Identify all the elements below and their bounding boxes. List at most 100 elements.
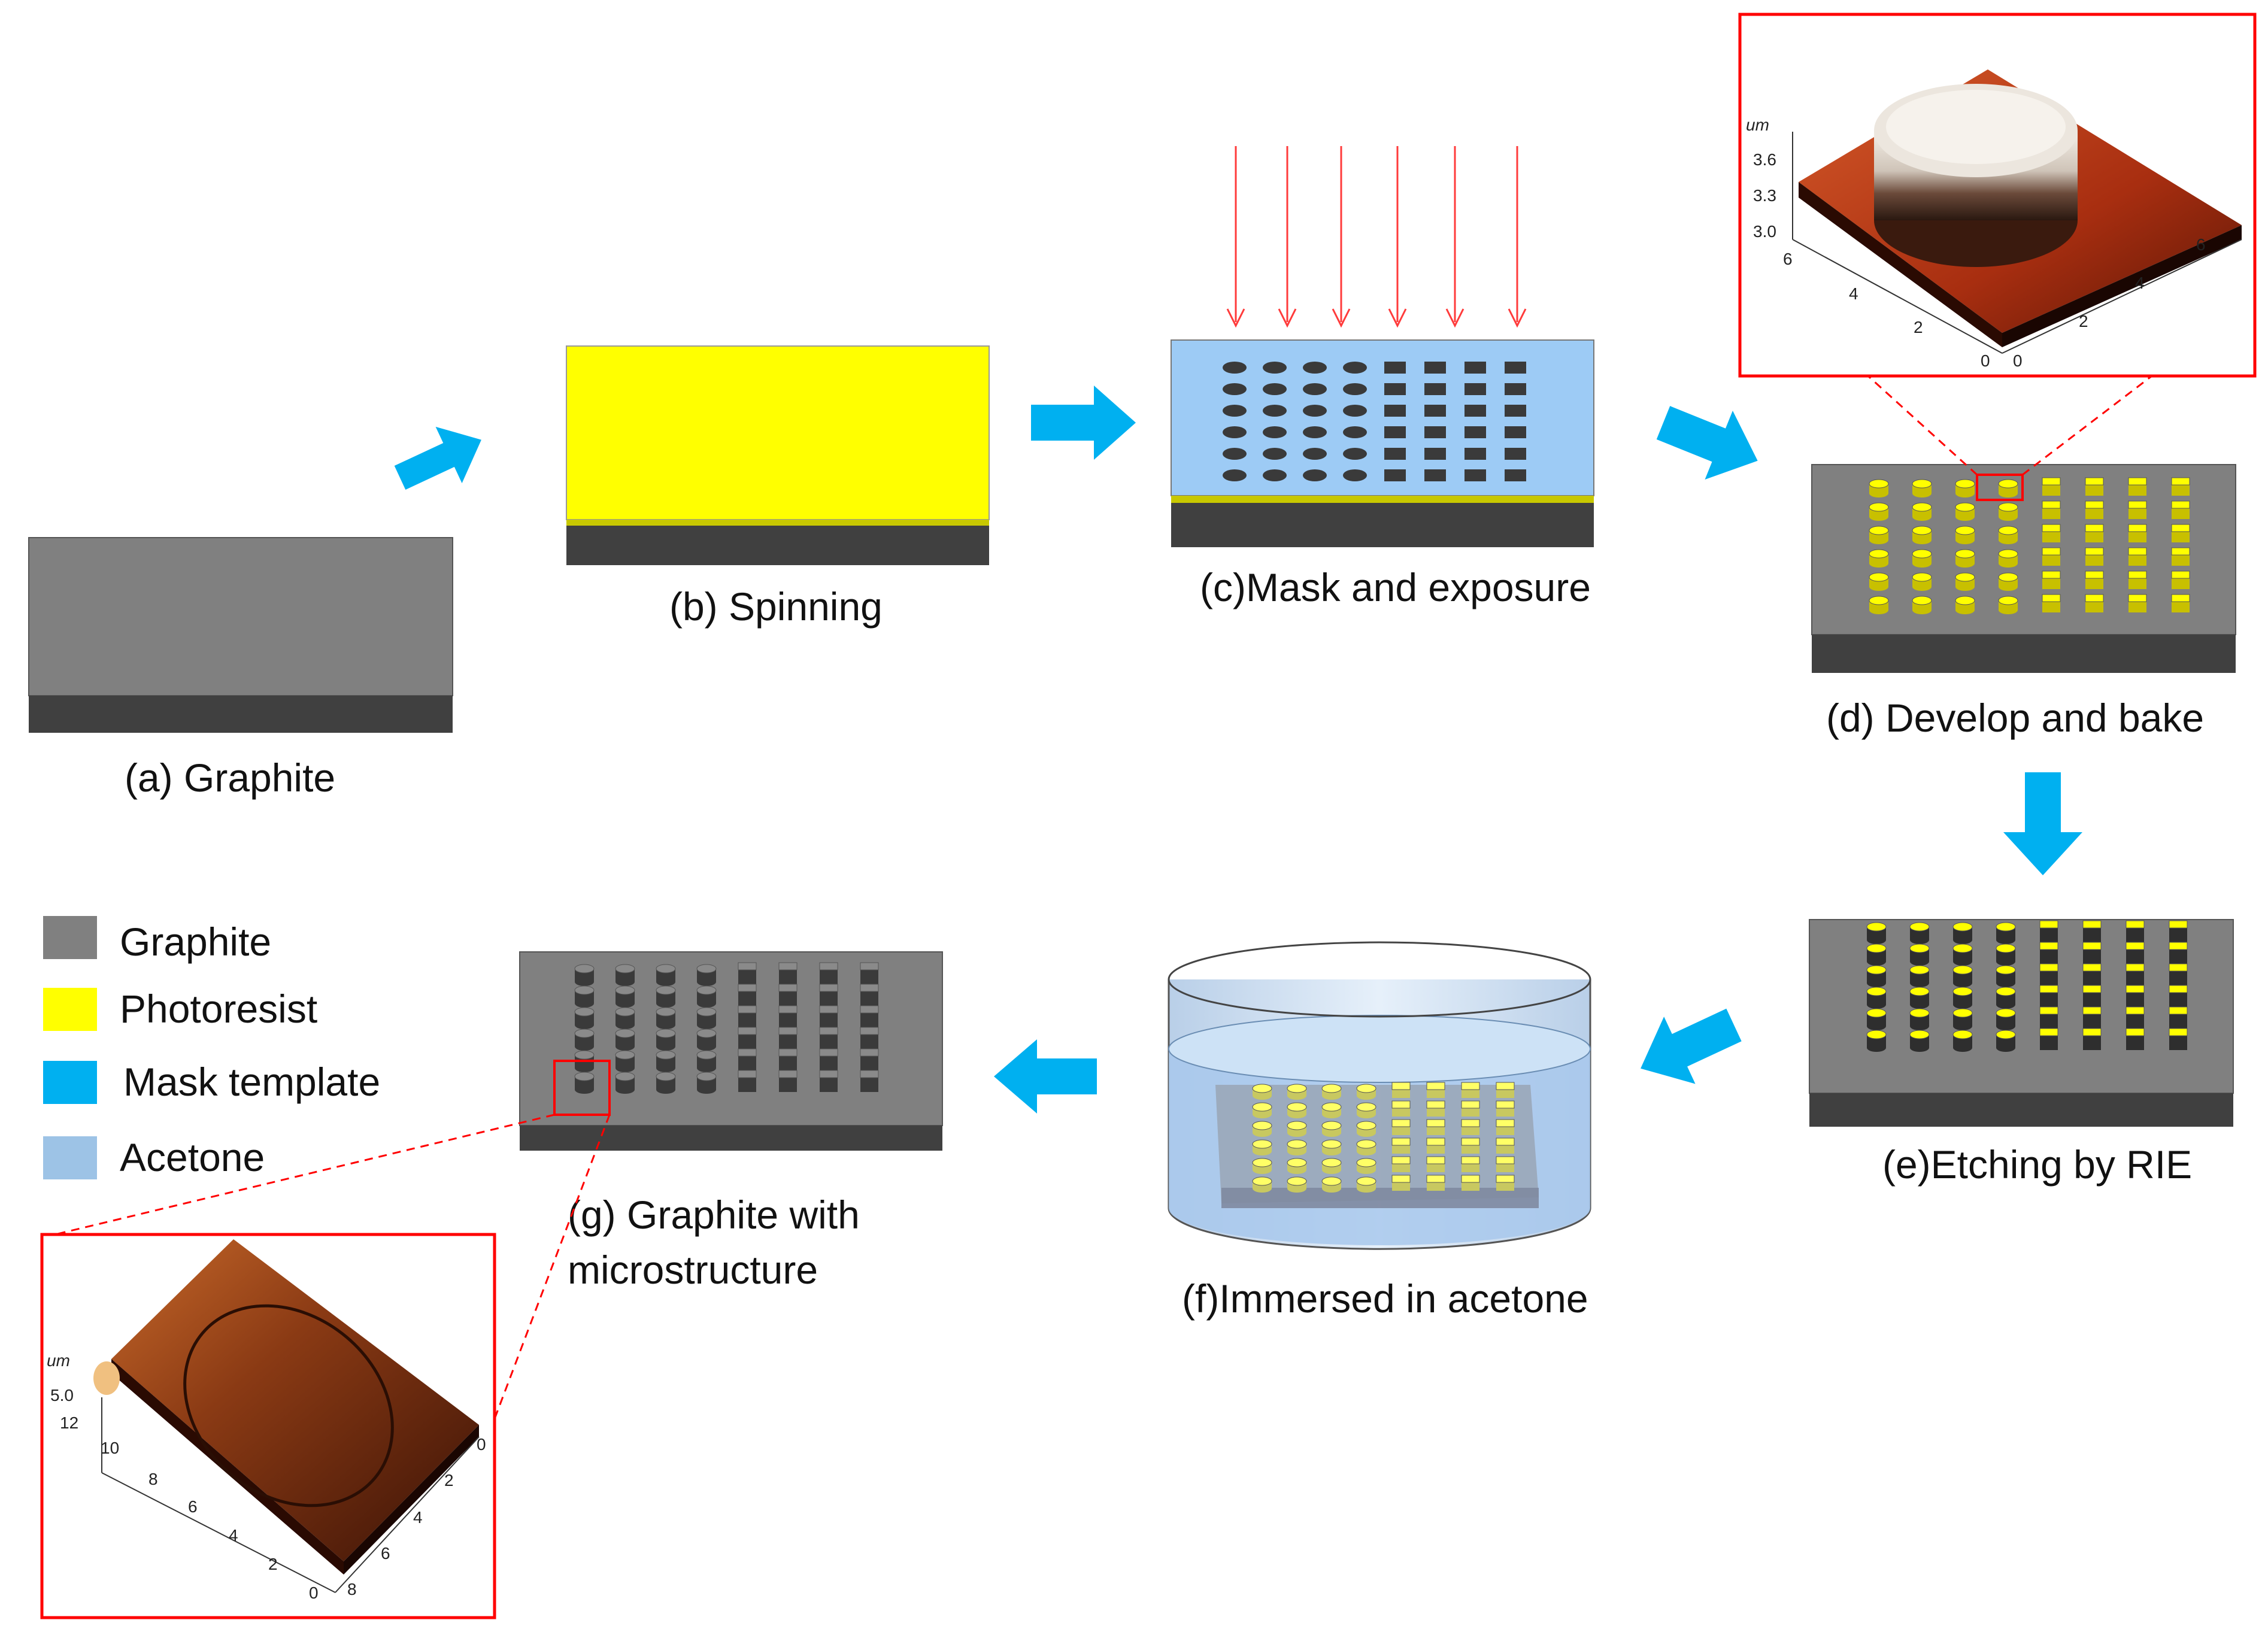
step-f-label: (f)Immersed in acetone <box>1182 1276 1588 1321</box>
afm-bottom-y-tick: 4 <box>229 1526 238 1545</box>
mask-square <box>1384 448 1406 460</box>
pillar-top <box>1356 1139 1376 1149</box>
pillar-top <box>1998 479 2018 489</box>
exposure-arrow-head <box>1508 308 1527 328</box>
pillar-top <box>1321 1121 1342 1130</box>
pillar-top <box>2128 524 2147 532</box>
pillar-base <box>1357 1147 1376 1155</box>
arrow-e-to-f <box>1641 1008 1742 1084</box>
pillar-base <box>1357 1129 1376 1137</box>
pillar-base <box>1912 606 1932 614</box>
pillar-top <box>778 1027 798 1035</box>
afm-top-y-tick: 6 <box>1783 250 1793 268</box>
pillar-base <box>1869 559 1888 568</box>
pillar-base <box>1955 512 1975 521</box>
pillar-top <box>2042 571 2061 579</box>
pillar-top <box>860 1027 879 1035</box>
pillar-top <box>1909 1008 1930 1018</box>
pillar-top <box>819 1070 838 1078</box>
afm-top-z-tick: 3.0 <box>1753 222 1776 241</box>
pillar-base <box>615 1064 635 1072</box>
mask-dot-pattern <box>1223 362 1526 481</box>
pillar-top <box>738 1005 757 1014</box>
pillar-base <box>1910 936 1929 944</box>
pillar-top <box>1912 572 1932 582</box>
pillar-top <box>1356 1176 1376 1186</box>
pillar-base <box>1955 559 1975 568</box>
mask-dot <box>1223 469 1247 481</box>
exposure-arrow-head <box>1388 308 1407 328</box>
pillar-top <box>1866 1030 1887 1039</box>
pillar-top <box>696 1029 717 1038</box>
pillar-top <box>2082 942 2102 950</box>
pillar-base <box>1869 606 1888 614</box>
pillar-top <box>1391 1175 1411 1183</box>
pillar-top <box>1252 1176 1272 1186</box>
pillar-top <box>1391 1100 1411 1109</box>
pillar-top <box>1461 1137 1480 1146</box>
pillar-top <box>1426 1100 1445 1109</box>
pillar-top <box>1996 965 2016 975</box>
pillar-base <box>1357 1166 1376 1174</box>
pillar-top <box>696 1007 717 1017</box>
pillar-top <box>2171 477 2190 486</box>
pillar-base <box>1910 957 1929 966</box>
pillar-base <box>1253 1110 1272 1118</box>
zoom-line-left <box>1867 375 1978 476</box>
afm-bottom-unit: um <box>47 1351 70 1370</box>
pillar-top <box>2126 920 2145 929</box>
mask-square <box>1424 383 1446 395</box>
pillar-top <box>860 984 879 992</box>
pillar-top <box>615 1007 635 1017</box>
mask-square <box>1465 469 1486 481</box>
pillar-base <box>575 1042 594 1051</box>
afm-bottom-y-tick: 12 <box>60 1413 78 1432</box>
pillar-top <box>1998 549 2018 559</box>
pillar-top <box>778 1070 798 1078</box>
pillar-base <box>1996 1043 2015 1052</box>
afm-top-y-tick: 0 <box>1981 351 1990 370</box>
pillar-top <box>1287 1139 1307 1149</box>
pillar-top <box>1952 1008 1973 1018</box>
zoom-line-right-g <box>493 1114 611 1419</box>
pillar-base <box>1357 1091 1376 1100</box>
pillar-top <box>2128 500 2147 509</box>
pillar-base <box>1867 957 1886 966</box>
pillar-top <box>778 962 798 970</box>
pillar-top <box>1869 572 1889 582</box>
mask-dot <box>1223 362 1247 374</box>
mask-square <box>1465 448 1486 460</box>
pillar-top <box>1321 1084 1342 1093</box>
legend-label-graphite: Graphite <box>120 920 271 964</box>
pillar-top <box>1496 1137 1515 1146</box>
pillar-top <box>860 1005 879 1014</box>
pillar-base <box>1996 1022 2015 1030</box>
pillar-top <box>738 1048 757 1057</box>
pillar-base <box>1999 583 2018 591</box>
pillar-top <box>2128 547 2147 556</box>
pillar-base <box>1996 957 2015 966</box>
step-g-label-line2: microstructure <box>568 1248 818 1292</box>
pillar-top <box>2085 524 2104 532</box>
mask-square <box>1424 362 1446 374</box>
pillar-base <box>1953 936 1972 944</box>
afm-top-y-tick: 4 <box>1849 284 1858 303</box>
step-a-graphite-block <box>28 537 453 733</box>
mask-square <box>1384 405 1406 417</box>
step-b-spinning-block <box>566 345 990 565</box>
pillar-top <box>574 964 595 973</box>
arrow-a-to-b <box>394 426 481 490</box>
pillar-top <box>2171 594 2190 602</box>
pillar-top <box>1869 526 1889 535</box>
pillar-top <box>2171 547 2190 556</box>
pillar-top <box>1287 1102 1307 1112</box>
pillar-base <box>1253 1091 1272 1100</box>
mask-square <box>1465 426 1486 438</box>
pillar-top <box>1461 1175 1480 1183</box>
pillar-base <box>1953 979 1972 987</box>
pillar-top <box>1391 1082 1411 1090</box>
pillar-top <box>2082 920 2102 929</box>
pillar-top <box>1461 1082 1480 1090</box>
afm-zoom-box-d <box>1976 474 2024 501</box>
pillar-top <box>656 985 676 995</box>
